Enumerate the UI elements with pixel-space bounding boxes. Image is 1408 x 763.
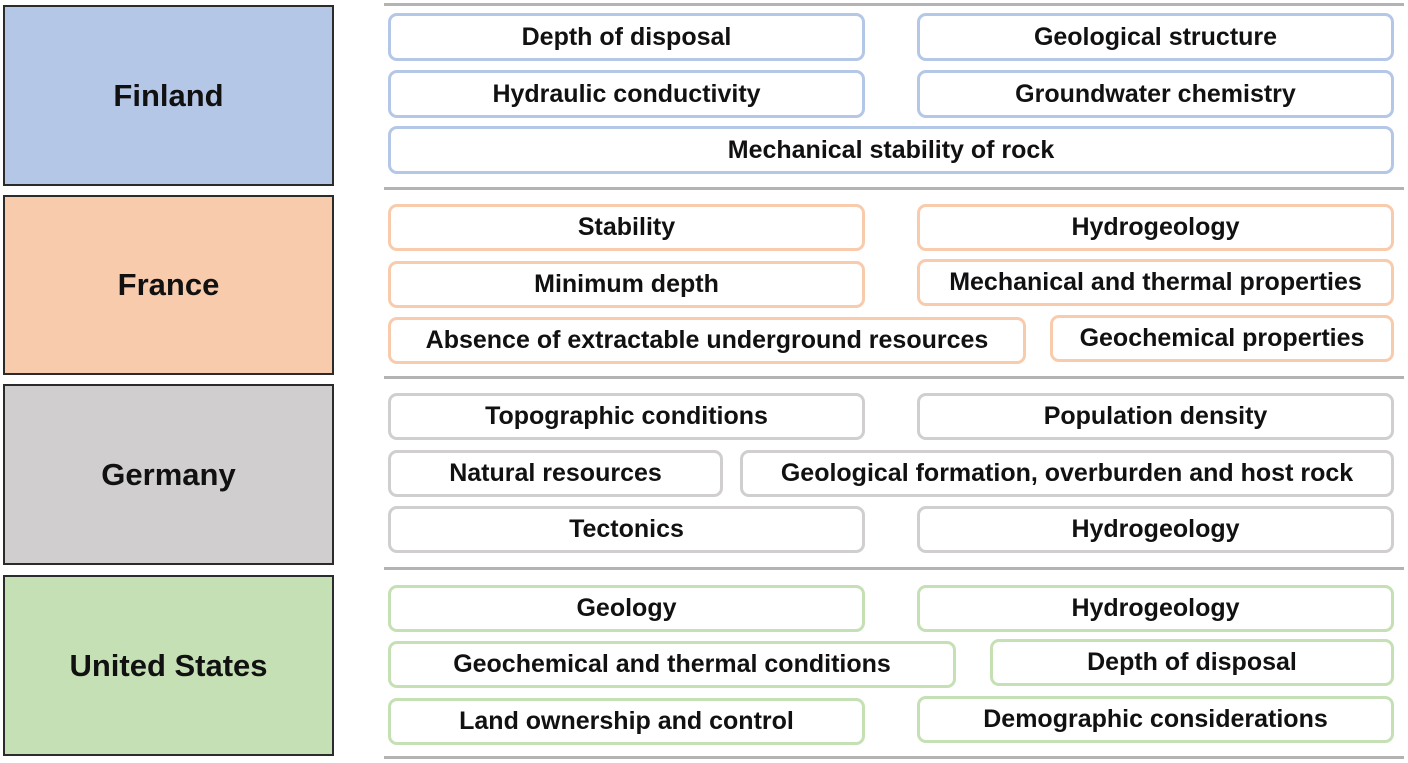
country-label-finland: Finland bbox=[3, 5, 334, 186]
criterion-germany-geological-formation-overburden-host-rock: Geological formation, overburden and hos… bbox=[740, 450, 1394, 497]
divider-bottom bbox=[384, 756, 1404, 759]
criterion-france-mechanical-and-thermal-properties: Mechanical and thermal properties bbox=[917, 259, 1394, 306]
criterion-finland-depth-of-disposal: Depth of disposal bbox=[388, 13, 865, 61]
country-label-germany: Germany bbox=[3, 384, 334, 565]
criterion-germany-natural-resources: Natural resources bbox=[388, 450, 723, 497]
criterion-us-land-ownership-and-control: Land ownership and control bbox=[388, 698, 865, 745]
criterion-us-hydrogeology: Hydrogeology bbox=[917, 585, 1394, 632]
criterion-finland-geological-structure: Geological structure bbox=[917, 13, 1394, 61]
criterion-germany-hydrogeology: Hydrogeology bbox=[917, 506, 1394, 553]
country-label-united-states: United States bbox=[3, 575, 334, 756]
divider-germany-united-states bbox=[384, 567, 1404, 570]
criterion-finland-hydraulic-conductivity: Hydraulic conductivity bbox=[388, 70, 865, 118]
criterion-finland-mechanical-stability-of-rock: Mechanical stability of rock bbox=[388, 126, 1394, 174]
criterion-france-minimum-depth: Minimum depth bbox=[388, 261, 865, 308]
criterion-germany-tectonics: Tectonics bbox=[388, 506, 865, 553]
divider-france-germany bbox=[384, 376, 1404, 379]
criterion-finland-groundwater-chemistry: Groundwater chemistry bbox=[917, 70, 1394, 118]
criterion-us-geology: Geology bbox=[388, 585, 865, 632]
criterion-us-geochemical-and-thermal-conditions: Geochemical and thermal conditions bbox=[388, 641, 956, 688]
criterion-france-geochemical-properties: Geochemical properties bbox=[1050, 315, 1394, 362]
criterion-france-hydrogeology: Hydrogeology bbox=[917, 204, 1394, 251]
divider-finland-france bbox=[384, 187, 1404, 190]
criterion-germany-topographic-conditions: Topographic conditions bbox=[388, 393, 865, 440]
divider-top bbox=[384, 3, 1404, 6]
criterion-us-depth-of-disposal: Depth of disposal bbox=[990, 639, 1394, 686]
criterion-france-stability: Stability bbox=[388, 204, 865, 251]
country-label-france: France bbox=[3, 195, 334, 375]
criterion-us-demographic-considerations: Demographic considerations bbox=[917, 696, 1394, 743]
criterion-france-absence-of-extractable-underground-resources: Absence of extractable underground resou… bbox=[388, 317, 1026, 364]
criterion-germany-population-density: Population density bbox=[917, 393, 1394, 440]
